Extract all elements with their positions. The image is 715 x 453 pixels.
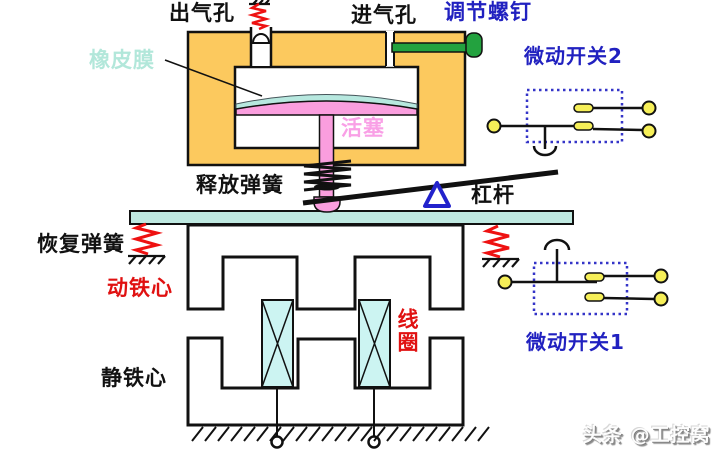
fulcrum-triangle	[423, 181, 451, 208]
adjusting-screw-shaft	[391, 42, 469, 53]
label-micro-switch-1: 微动开关1	[526, 330, 625, 354]
micro-switch-2-lower-contact	[573, 121, 594, 131]
micro-switch-2-upper-contact	[573, 103, 594, 113]
label-static-core: 静铁心	[101, 366, 167, 390]
micro-switch-2-box	[525, 88, 624, 144]
air-inlet-channel	[386, 30, 394, 67]
static-core-outline	[186, 336, 465, 427]
return-spring-left	[128, 222, 166, 265]
micro-switch-1-upper-contact	[584, 272, 605, 282]
label-lever: 杠杆	[471, 183, 515, 207]
micro-switch-2-terminal-common	[486, 118, 502, 134]
support-plate	[129, 210, 574, 225]
piston-disc	[235, 100, 418, 116]
return-spring-left-coil	[130, 222, 163, 256]
coil-right-winding-cross	[358, 299, 391, 388]
micro-switch-2-hook	[532, 145, 558, 157]
micro-switch-1-terminal-no	[653, 268, 669, 284]
label-coil: 线圈	[395, 308, 420, 354]
electromagnet-assembly	[186, 223, 490, 449]
micro-switch-1-box	[532, 261, 629, 316]
label-release-spring: 释放弹簧	[196, 173, 284, 197]
label-air-inlet: 进气孔	[351, 3, 417, 27]
watermark-text: 头条 @工控窝	[583, 424, 711, 446]
micro-switch-1-hook	[543, 238, 571, 251]
label-piston: 活塞	[341, 116, 385, 140]
micro-switch-2-terminal-no	[641, 100, 657, 116]
return-spring-right-anchor	[482, 257, 520, 268]
micro-switch-2-terminal-nc	[641, 123, 657, 139]
return-spring-right-coil	[481, 224, 510, 259]
micro-switch-1-contact-lines	[603, 274, 655, 301]
outlet-valve-dome	[251, 33, 271, 44]
release-spring-coil	[303, 159, 352, 192]
air-outlet-tube-walls	[249, 27, 273, 67]
micro-switch-1-lower-contact	[584, 292, 605, 302]
micro-switch-1-symbol	[497, 238, 669, 316]
membrane-leader-line	[164, 59, 263, 97]
ground-hatching	[191, 426, 490, 442]
micro-switch-1-terminal-nc	[653, 291, 669, 307]
label-adjusting-screw: 调节螺钉	[444, 0, 532, 24]
return-spring-right	[481, 224, 520, 268]
label-micro-switch-2: 微动开关2	[524, 44, 623, 68]
label-rubber-membrane: 橡皮膜	[89, 48, 155, 72]
micro-switch-2-symbol	[486, 88, 657, 157]
return-spring-left-anchor	[128, 254, 166, 265]
lever-bar	[302, 169, 559, 206]
label-moving-core: 动铁心	[107, 276, 173, 300]
coil-left-winding-cross	[261, 299, 294, 388]
micro-switch-2-contact-lines	[592, 106, 644, 132]
micro-switch-1-terminal-common	[497, 274, 513, 290]
moving-core-outline	[186, 223, 465, 311]
adjusting-screw-head	[465, 32, 483, 58]
outlet-spring-anchor	[249, 0, 270, 6]
label-air-outlet: 出气孔	[169, 1, 235, 25]
coil-terminal-left	[270, 435, 284, 449]
outlet-valve-spring	[247, 2, 271, 31]
coil-terminal-right	[367, 435, 381, 449]
label-return-spring: 恢复弹簧	[37, 232, 125, 256]
pneumatic-head-assembly	[186, 0, 483, 213]
